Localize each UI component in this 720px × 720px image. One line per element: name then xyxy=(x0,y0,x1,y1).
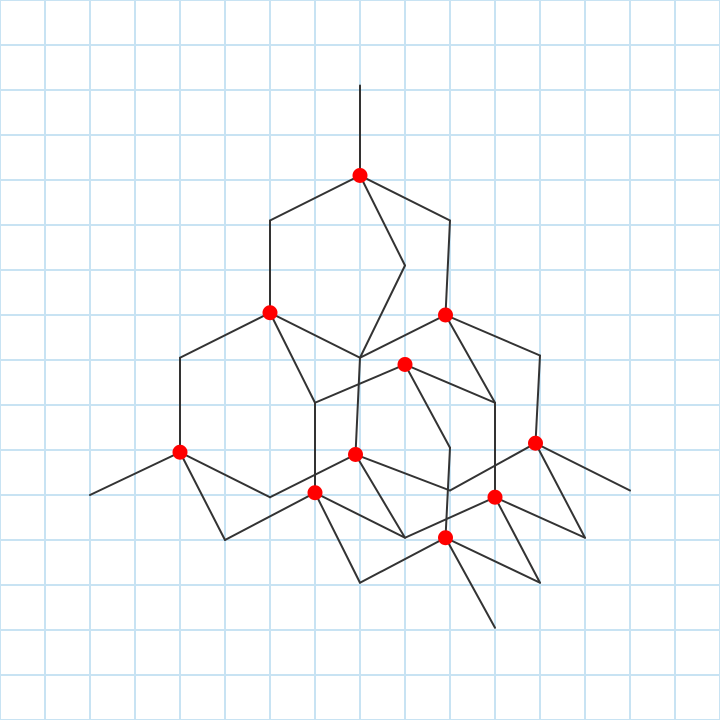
node-B xyxy=(262,305,278,321)
edge-J-p18 xyxy=(359,536,447,584)
node-G xyxy=(528,435,543,451)
edge-B-p6 xyxy=(269,311,361,359)
node-E xyxy=(172,444,188,460)
edge-F-p12 xyxy=(269,453,357,499)
edge-D-p9 xyxy=(404,363,496,404)
edge-E-p15 xyxy=(179,451,226,541)
edge-p3-C xyxy=(444,219,451,316)
edge-p8-D xyxy=(314,363,406,404)
edge-p6-F xyxy=(354,356,361,456)
edge-B-p8 xyxy=(269,311,316,404)
edge-A-p4 xyxy=(359,174,406,267)
edge-I-p16 xyxy=(404,496,496,539)
node-D xyxy=(397,357,413,372)
edge-I-p17 xyxy=(494,496,586,539)
edge-E-p11 xyxy=(89,451,181,496)
edge-C-p7 xyxy=(444,314,541,357)
edge-J-p19 xyxy=(444,536,541,584)
node-J xyxy=(438,530,453,546)
node-C xyxy=(438,307,453,323)
edge-p7-G xyxy=(534,354,541,445)
edge-J-p20 xyxy=(444,536,496,629)
edge-E-p12 xyxy=(179,451,271,499)
edge-G-p17 xyxy=(534,442,586,539)
edge-A-p2 xyxy=(269,174,361,222)
edge-C-p6 xyxy=(359,314,447,359)
edge-F-p16 xyxy=(354,453,406,539)
node-F xyxy=(348,447,363,462)
edge-p4-p6 xyxy=(359,264,406,359)
diagram-nodes xyxy=(172,168,543,546)
edge-H-p18 xyxy=(314,491,361,584)
edge-H-p16 xyxy=(314,491,406,539)
edge-p10-J xyxy=(444,446,451,539)
edge-F-p13 xyxy=(354,453,451,492)
edge-C-p9 xyxy=(444,314,496,404)
edge-A-p3 xyxy=(359,174,451,222)
node-I xyxy=(487,489,503,505)
edge-H-p15 xyxy=(224,491,316,541)
edge-I-p19 xyxy=(494,496,541,584)
edge-G-p13 xyxy=(449,442,537,492)
node-H xyxy=(307,485,323,501)
edge-B-p5 xyxy=(179,311,271,359)
node-A xyxy=(352,168,368,183)
edge-D-p10 xyxy=(404,363,451,449)
diagram-edges xyxy=(89,84,631,629)
edge-G-p14 xyxy=(534,442,631,492)
